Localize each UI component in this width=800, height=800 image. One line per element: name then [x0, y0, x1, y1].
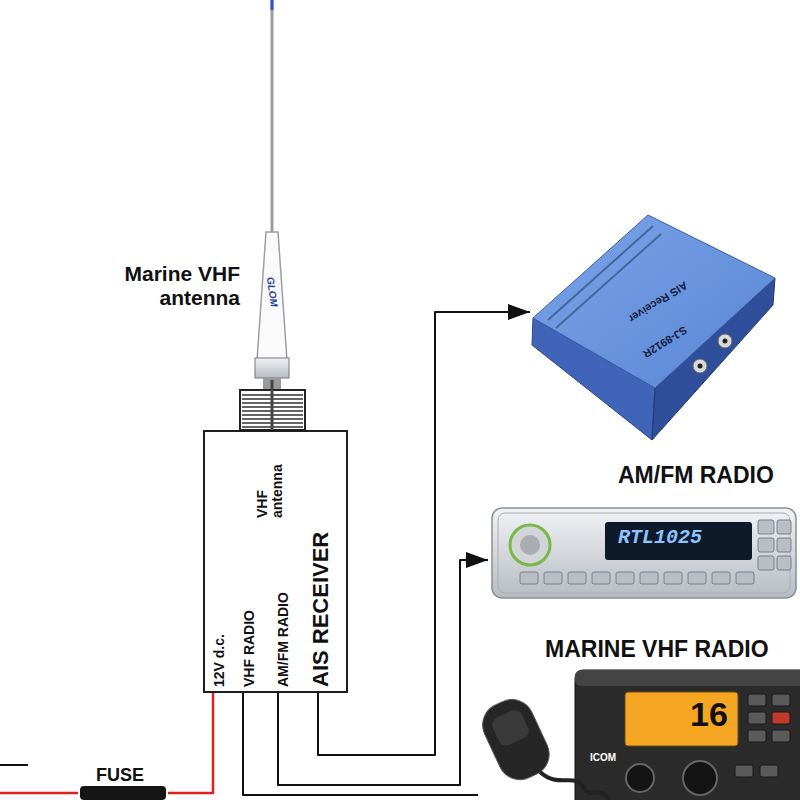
device-name: AIS RECEIVER — [308, 532, 333, 687]
bnc-connector — [718, 334, 732, 348]
ais-device-node: AIS ReceiverSJ-8912R — [530, 212, 778, 444]
mic-cord — [540, 772, 610, 800]
device-marking: SJ-8912R — [641, 324, 690, 361]
channel-number: 16 — [690, 695, 728, 734]
wire-connector — [318, 312, 530, 755]
ais-device-picture — [532, 215, 775, 440]
radio-top — [575, 670, 800, 686]
brand-label: GLOM — [264, 276, 280, 307]
text-slot: MARINE VHF RADIO — [545, 636, 769, 662]
amfm-radio-node: AM/FM RADIO RTL1025 — [488, 462, 798, 602]
thread-lines — [242, 395, 303, 427]
fuse-body — [80, 786, 166, 800]
vhf-radio-picture — [475, 670, 800, 800]
wire-connector — [271, 380, 274, 430]
antenna-collar — [255, 358, 289, 378]
display-readout: RTL1025 — [618, 526, 702, 549]
radio-knob — [683, 761, 717, 795]
radio-faceplate — [492, 508, 796, 598]
radio-display — [605, 522, 752, 560]
text-slot: VHF RADIO — [241, 687, 318, 703]
microphone — [475, 692, 556, 786]
bnc-pin — [698, 364, 703, 369]
device-top-face — [533, 215, 775, 388]
text-slot: AIS Receiver — [658, 302, 725, 315]
radio-display — [625, 692, 738, 746]
radio-buttons — [520, 520, 791, 584]
antenna-whip — [271, 0, 274, 236]
device-heading: AM/FM RADIO — [618, 462, 774, 488]
radio-keys — [735, 694, 790, 777]
text-slot: ICOM — [590, 752, 616, 764]
text-slot: AM/FM RADIO — [275, 687, 370, 703]
port-label: VHF antenna — [255, 454, 286, 518]
text-slot: RTL1025 — [618, 526, 702, 549]
antenna-neck — [263, 378, 281, 390]
antenna-picture — [240, 0, 305, 430]
wire-connector — [168, 693, 213, 793]
port-label: 12V d.c. — [211, 634, 227, 687]
volume-knob-center — [520, 535, 540, 555]
bnc-connector — [693, 359, 707, 373]
antenna-node: Marine VHF antenna — [90, 0, 300, 380]
text-slot: 16 — [690, 695, 728, 734]
antenna-label: Marine VHF antenna — [90, 262, 240, 310]
text-slot: AIS RECEIVER — [308, 687, 463, 712]
port-label: VHF RADIO — [241, 610, 257, 687]
text-slot: FUSE — [96, 766, 144, 784]
amfm-radio-picture — [492, 508, 796, 598]
text-slot: 12V d.c. — [211, 687, 264, 703]
device-marking: AIS Receiver — [626, 279, 690, 325]
port-label: AM/FM RADIO — [275, 592, 291, 687]
radio-bezel — [498, 513, 790, 593]
thread-coupler — [240, 390, 305, 430]
text-slot: AM/FM RADIO — [618, 462, 774, 488]
wire-connector — [243, 693, 478, 795]
vhf-radio-node: MARINE VHF RADIO 16ICOM — [478, 636, 800, 800]
device-front-face — [532, 318, 655, 440]
radio-knob — [626, 764, 654, 792]
ais-receiver-box: VHF antenna 12V d.c. VHF RADIO AM/FM RADIO A… — [203, 430, 348, 693]
volume-knob — [510, 525, 550, 565]
device-heading: MARINE VHF RADIO — [545, 636, 769, 662]
antenna-body — [257, 232, 287, 360]
ground-wire — [0, 764, 28, 766]
antenna-tip — [271, 0, 274, 10]
fuse-label: FUSE — [96, 766, 144, 784]
power-wire — [0, 792, 78, 795]
text-slot: GLOM — [272, 292, 302, 304]
device-side-face — [652, 278, 775, 440]
brand-mark: ICOM — [590, 752, 616, 764]
text-slot: SJ-8912R — [665, 342, 715, 355]
text-slot: Marine VHF antenna — [90, 262, 240, 310]
fuse-node: FUSE — [78, 766, 168, 800]
bnc-pin — [723, 339, 728, 344]
radio-body — [575, 670, 800, 800]
